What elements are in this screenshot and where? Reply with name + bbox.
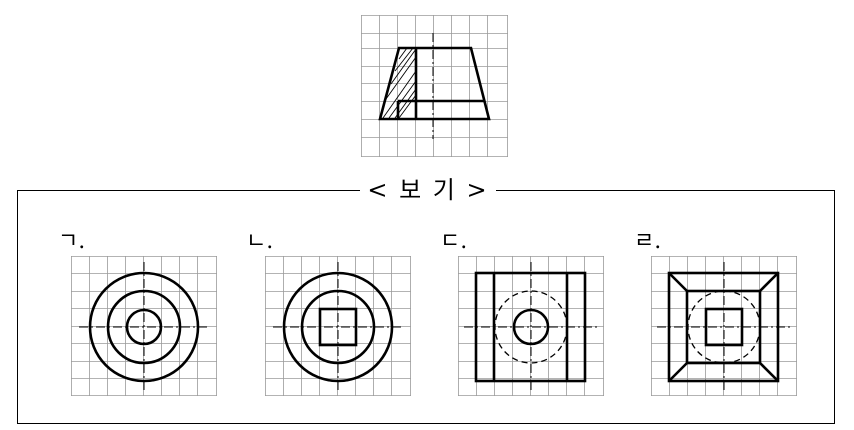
section-hatching bbox=[382, 47, 417, 119]
middle-circle bbox=[300, 289, 376, 365]
middle-circle bbox=[106, 289, 182, 365]
inner-circle bbox=[512, 308, 550, 346]
option-label-1: ㄱ. bbox=[58, 229, 86, 254]
outer-rect bbox=[474, 271, 587, 383]
inner-circle bbox=[125, 308, 163, 346]
option-label-2: ㄴ. bbox=[246, 229, 274, 254]
corner-edge-bl bbox=[668, 362, 688, 382]
outer-square bbox=[667, 271, 780, 383]
corner-edge-br bbox=[759, 362, 779, 382]
option-label-4: ㄹ. bbox=[634, 229, 662, 254]
frustum-outline bbox=[378, 46, 491, 121]
corner-edge-tl bbox=[668, 272, 688, 292]
inner-square bbox=[704, 307, 744, 347]
option-figure-2 bbox=[265, 256, 411, 396]
option-figure-4 bbox=[651, 256, 797, 396]
corner-edge-tr bbox=[759, 272, 779, 292]
top-face-square bbox=[685, 289, 762, 365]
option-figure-3 bbox=[458, 256, 604, 396]
inner-square bbox=[318, 307, 358, 347]
options-box-title: < 보 기 > bbox=[360, 173, 496, 207]
grid bbox=[361, 15, 508, 157]
outer-circle bbox=[282, 271, 394, 383]
option-figure-1 bbox=[71, 256, 217, 396]
top-section-figure bbox=[361, 15, 508, 157]
outer-circle bbox=[88, 271, 200, 383]
option-label-3: ㄷ. bbox=[440, 229, 468, 254]
